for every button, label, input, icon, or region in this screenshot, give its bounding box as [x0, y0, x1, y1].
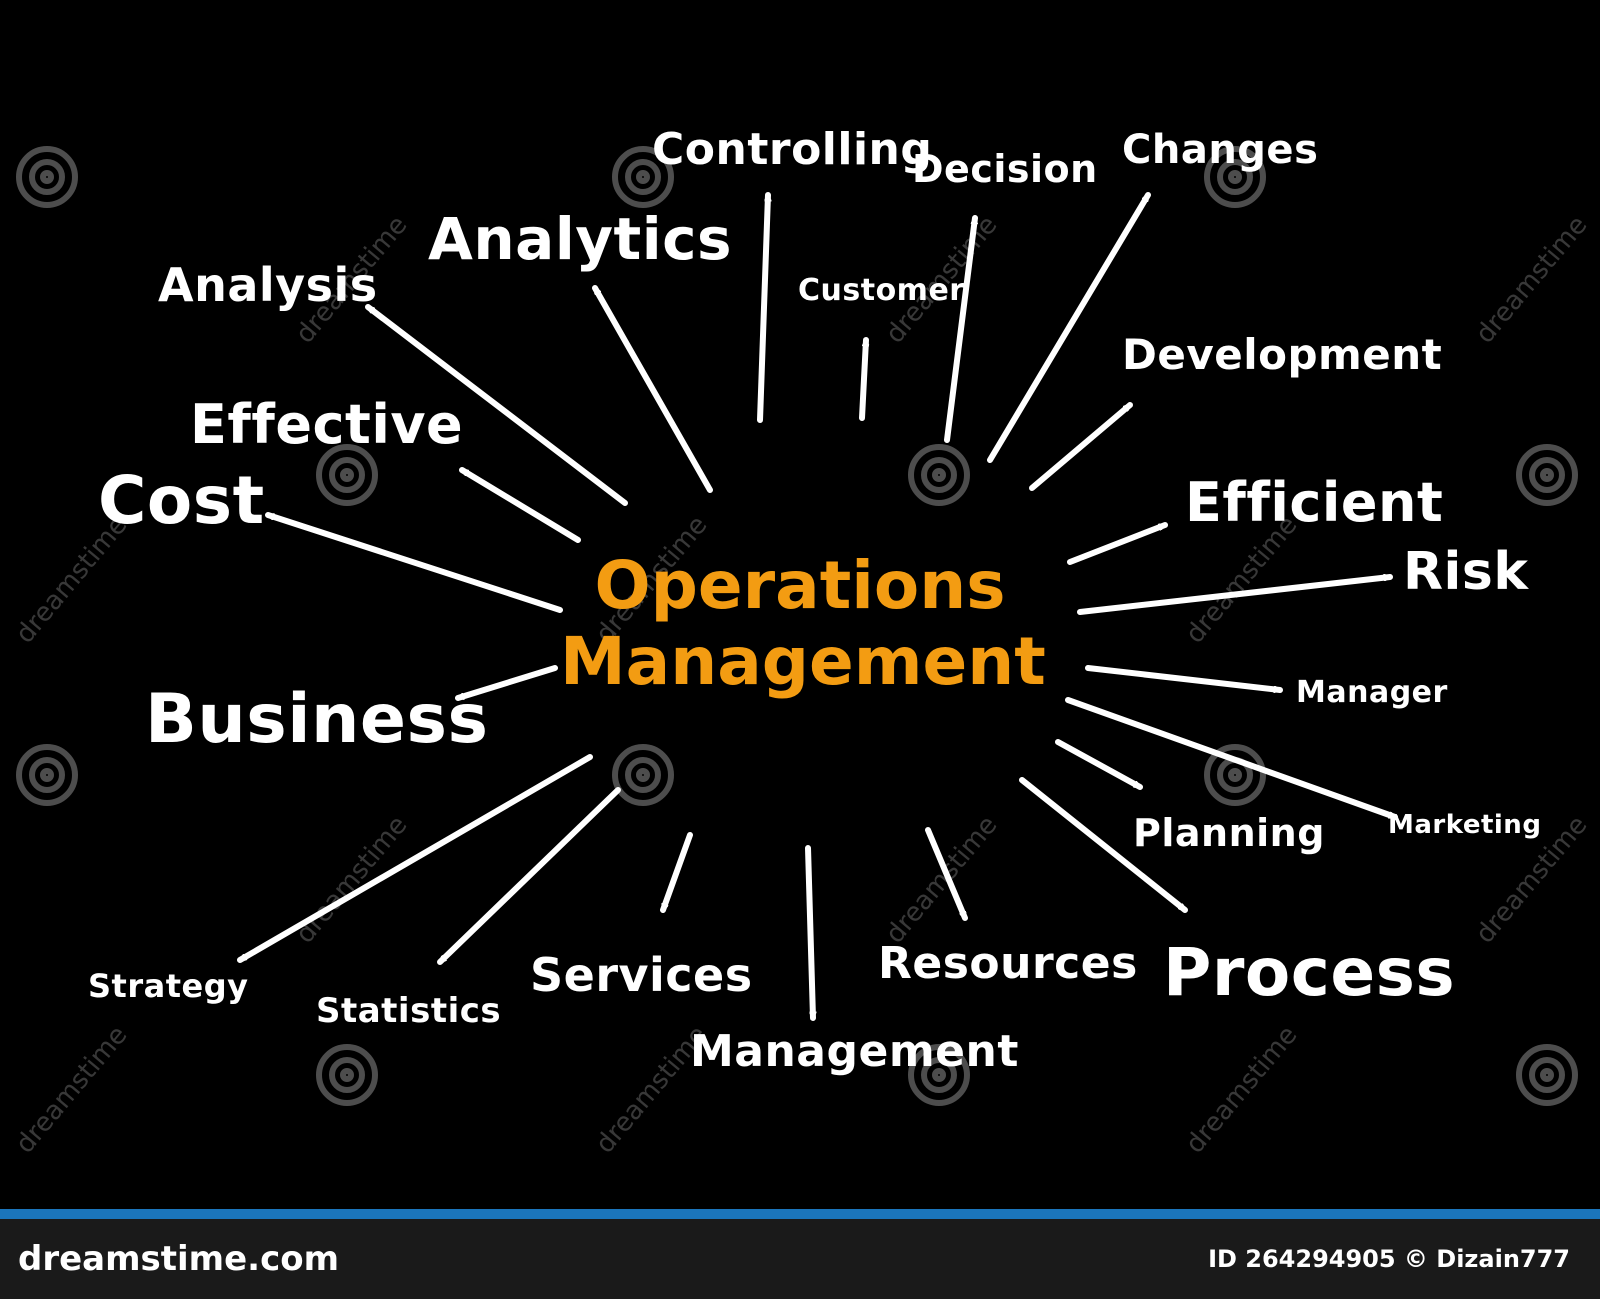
- word-controlling: Controlling: [652, 124, 933, 175]
- word-manager: Manager: [1296, 675, 1448, 710]
- center-title-line1: Operations: [594, 547, 1006, 624]
- word-changes: Changes: [1122, 127, 1319, 173]
- arrow-manager: [1085, 665, 1283, 690]
- arrow-effective: [459, 467, 581, 543]
- arrow-analysis: [365, 304, 628, 506]
- arrow-customer: [859, 337, 866, 421]
- arrow-planning: [1055, 739, 1143, 790]
- word-effective: Effective: [190, 393, 464, 456]
- word-services: Services: [530, 948, 753, 1002]
- watermark-swirl-icon: [612, 744, 674, 806]
- word-decision: Decision: [912, 147, 1098, 191]
- image-credit: ID 264294905 © Dizain777: [1208, 1245, 1570, 1273]
- center-title-line2: Management: [560, 623, 1046, 700]
- watermark-swirl-icon: [316, 444, 378, 506]
- arrow-management: [805, 845, 813, 1021]
- watermark-swirl-icon: [16, 744, 78, 806]
- arrow-efficient: [1067, 522, 1168, 565]
- arrow-changes: [987, 192, 1151, 463]
- arrow-business: [455, 665, 558, 701]
- arrow-development: [1029, 402, 1133, 491]
- watermark-swirl-icon: [1204, 744, 1266, 806]
- center-node: Operations Management: [560, 547, 1046, 700]
- arrow-services: [660, 832, 693, 913]
- arrow-statistics: [437, 787, 621, 965]
- word-analysis: Analysis: [158, 258, 378, 312]
- watermark-swirl-icon: [1516, 444, 1578, 506]
- word-efficient: Efficient: [1185, 471, 1444, 534]
- word-business: Business: [145, 680, 489, 759]
- word-process: Process: [1163, 934, 1456, 1011]
- footer-bar: dreamstime.com ID 264294905 © Dizain777: [0, 1209, 1600, 1299]
- word-customer: Customer: [798, 273, 965, 308]
- watermark-swirl-icon: [1204, 146, 1266, 208]
- mind-map-canvas: dreamstime dreamstime dreamstime dreamst…: [10, 124, 1594, 1160]
- watermark-swirl-icon: [1516, 1044, 1578, 1106]
- arrow-resources: [925, 827, 968, 921]
- arrow-process: [1019, 777, 1188, 913]
- word-management-bottom: Management: [690, 1026, 1019, 1077]
- watermark-swirl-icon: [908, 1044, 970, 1106]
- word-risk: Risk: [1403, 542, 1529, 602]
- watermark-swirl-icon: [316, 1044, 378, 1106]
- footer-accent-strip: [0, 1209, 1600, 1219]
- word-marketing: Marketing: [1388, 810, 1542, 840]
- word-resources: Resources: [878, 938, 1138, 989]
- arrow-marketing: [1065, 697, 1398, 820]
- watermark-swirl-icon: [16, 146, 78, 208]
- arrow-risk: [1077, 577, 1393, 615]
- arrow-strategy: [237, 754, 593, 963]
- word-statistics: Statistics: [316, 991, 502, 1031]
- arrow-analytics: [592, 285, 713, 493]
- word-planning: Planning: [1133, 811, 1325, 855]
- word-cost: Cost: [98, 462, 265, 539]
- word-strategy: Strategy: [88, 967, 249, 1005]
- arrow-decision: [944, 215, 975, 443]
- word-analytics: Analytics: [428, 205, 733, 273]
- arrows-layer: [237, 192, 1398, 1021]
- watermark-swirl-icon: [908, 444, 970, 506]
- arrow-cost: [265, 512, 563, 613]
- site-logo: dreamstime.com: [18, 1239, 340, 1279]
- word-development: Development: [1122, 330, 1443, 379]
- watermark-swirl-icon: [612, 146, 674, 208]
- arrow-controlling: [757, 192, 768, 423]
